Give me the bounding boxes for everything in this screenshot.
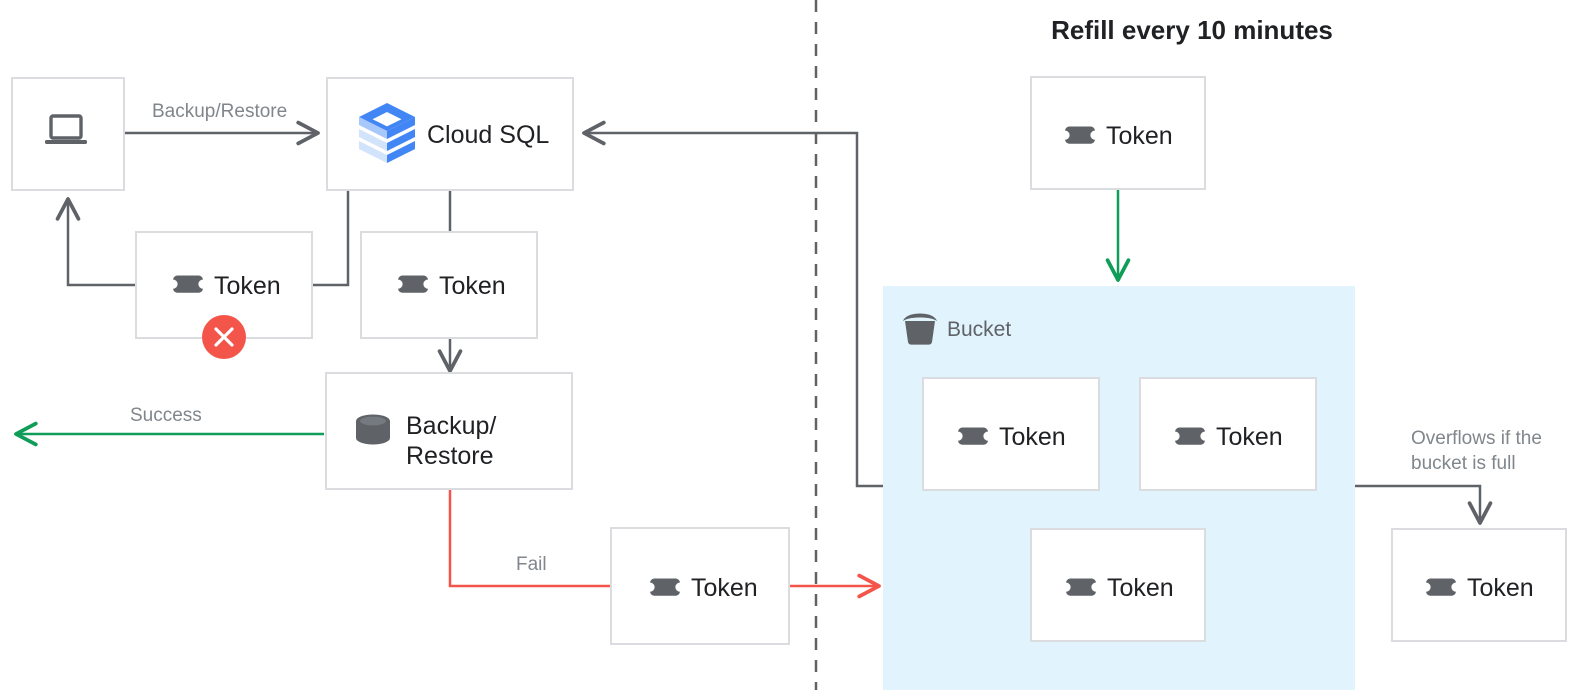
cloud-sql-label: Cloud SQL xyxy=(427,121,549,149)
status-badge-error xyxy=(202,315,246,359)
edge-bucket-to-cloudsql xyxy=(582,120,883,488)
node-token-bucket-2[interactable]: Token xyxy=(1139,377,1317,491)
edge-label-backup-restore: Backup/Restore xyxy=(152,101,287,122)
node-token-refill[interactable]: Token xyxy=(1030,76,1206,190)
token-bucket-3-label: Token xyxy=(1107,574,1174,602)
edge-overflow xyxy=(1355,484,1493,525)
page-title: Refill every 10 minutes xyxy=(1051,15,1333,45)
edge-token-to-client xyxy=(55,197,136,287)
edge-label-overflow-line2: bucket is full xyxy=(1411,453,1516,474)
cloud-sql-icon xyxy=(359,103,415,163)
token-failed-label: Token xyxy=(214,272,281,300)
edge-backup-fail xyxy=(448,489,610,588)
token-bucket-2-label: Token xyxy=(1216,423,1283,451)
node-token-fail-return[interactable]: Token xyxy=(610,527,790,645)
backup-restore-label-line2: Restore xyxy=(406,442,494,470)
bucket-header: Bucket xyxy=(903,313,1011,345)
edge-label-overflow-line1: Overflows if the xyxy=(1411,428,1542,449)
database-icon xyxy=(356,414,390,445)
edge-label-fail: Fail xyxy=(516,554,547,575)
bucket-label: Bucket xyxy=(947,318,1011,341)
node-client[interactable] xyxy=(11,77,125,191)
bucket-icon xyxy=(903,313,937,345)
node-token-overflow[interactable]: Token xyxy=(1391,528,1567,642)
token-refill-label: Token xyxy=(1106,122,1173,150)
edge-cloudsql-to-failed-token xyxy=(313,188,350,287)
laptop-icon xyxy=(45,114,87,144)
token-overflow-label: Token xyxy=(1467,574,1534,602)
token-bucket-1-label: Token xyxy=(999,423,1066,451)
edge-label-success: Success xyxy=(130,405,202,426)
node-cloud-sql[interactable]: Cloud SQL xyxy=(326,77,574,191)
token-fail-return-label: Token xyxy=(691,574,758,602)
backup-restore-label-line1: Backup/ xyxy=(406,412,496,440)
node-token-bucket-1[interactable]: Token xyxy=(922,377,1100,491)
node-token-consumed[interactable]: Token xyxy=(360,231,538,339)
node-backup-restore[interactable]: Backup/ Restore xyxy=(325,372,573,490)
token-consumed-label: Token xyxy=(439,272,506,300)
node-token-bucket-3[interactable]: Token xyxy=(1030,528,1206,642)
